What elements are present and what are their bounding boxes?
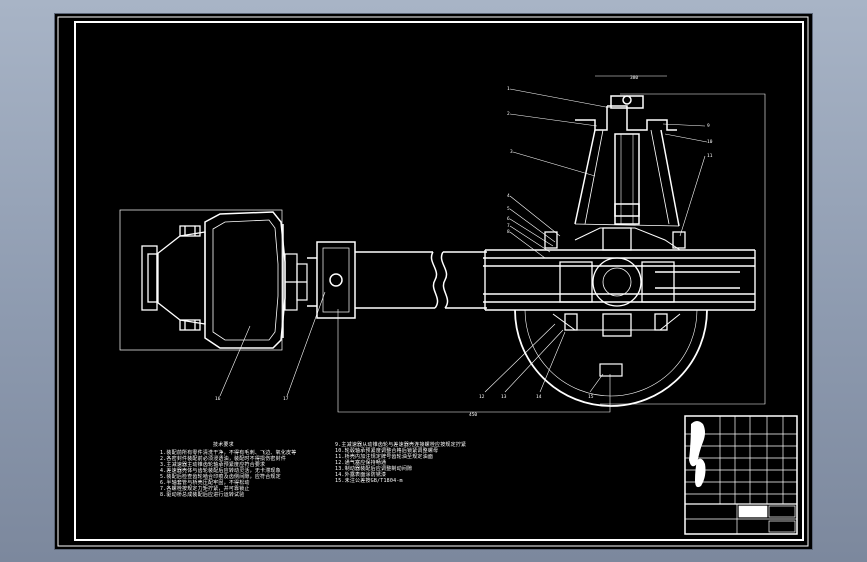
notes-heading: 技术要求 [213, 442, 234, 448]
universal-joint [307, 241, 356, 319]
svg-text:6: 6 [507, 216, 510, 222]
note-line: 5.装配后检查齿轮啮合印痕及齿侧间隙，应符合规定 [160, 474, 281, 480]
shaft-neck [284, 253, 308, 311]
svg-text:9: 9 [707, 123, 710, 129]
note-line: 3.主减速器主动锥齿轮轴承预紧度应符合要求 [160, 462, 266, 468]
note-line: 9.主减速器从动锥齿轮与差速器壳连接螺栓应按规定拧紧 [335, 442, 467, 448]
note-line: 11.桥壳内加注规定牌号齿轮油至规定油面 [335, 454, 434, 460]
note-line: 6.半轴套管与桥壳压配牢固，不得松动 [160, 480, 250, 486]
svg-text:15: 15 [588, 394, 594, 400]
differential-gears [544, 227, 686, 337]
note-line: 1.装配前所有零件清洗干净，不得有毛刺、飞边、氧化皮等 [160, 450, 297, 456]
svg-text:14: 14 [536, 394, 542, 400]
title-block [684, 415, 798, 535]
svg-text:17: 17 [283, 396, 289, 402]
svg-text:5: 5 [507, 206, 510, 212]
differential-carrier [514, 309, 708, 407]
svg-text:4: 4 [507, 193, 510, 199]
reducer-housing [204, 211, 286, 349]
notes-left-column: 1.装配前所有零件清洗干净，不得有毛刺、飞边、氧化皮等 2.各密封件装配前必须浸… [160, 450, 330, 498]
inner-border [74, 21, 804, 541]
pinion-assembly [574, 95, 680, 227]
svg-text:7: 7 [507, 223, 510, 229]
input-flange-box [119, 209, 283, 351]
notes-right-column: 9.主减速器从动锥齿轮与差速器壳连接螺栓应按规定拧紧 10.轮毂轴承预紧度调整合… [335, 442, 485, 484]
svg-text:3: 3 [510, 149, 513, 155]
svg-text:11: 11 [707, 153, 713, 159]
outer-border [57, 16, 809, 547]
svg-text:380: 380 [630, 75, 638, 81]
note-line: 7.各螺栓按规定力矩拧紧，并可靠锁止 [160, 486, 250, 492]
svg-text:8: 8 [507, 229, 510, 235]
note-line: 14.外露表面涂防锈漆 [335, 472, 387, 478]
svg-text:10: 10 [707, 139, 713, 145]
axle-housing [483, 249, 756, 311]
note-line: 13.制动器装配后应调整制动间隙 [335, 466, 413, 472]
svg-text:13: 13 [501, 394, 507, 400]
svg-text:16: 16 [215, 396, 221, 402]
svg-text:2: 2 [507, 111, 510, 117]
dimension-line-overall [337, 309, 611, 413]
dimension-line-height [600, 93, 766, 405]
note-line: 12.通气塞应保持畅通 [335, 460, 387, 466]
propeller-shaft [355, 251, 487, 309]
note-line: 8.驱动桥总成装配后应进行运转试验 [160, 492, 245, 498]
svg-text:1: 1 [507, 86, 510, 92]
svg-text:450: 450 [469, 412, 477, 418]
leader-lines [219, 88, 708, 397]
note-line: 10.轮毂轴承预紧度调整合格后锁紧调整螺母 [335, 448, 439, 454]
input-flange [141, 225, 206, 331]
note-line: 15.未注公差按GB/T1804-m [335, 478, 403, 484]
note-line: 2.各密封件装配前必须浸透油，装配时不得损伤密封件 [160, 456, 287, 462]
note-line: 4.差速器壳体与齿轮装配后应转动灵活，无卡滞现象 [160, 468, 281, 474]
svg-text:12: 12 [479, 394, 485, 400]
